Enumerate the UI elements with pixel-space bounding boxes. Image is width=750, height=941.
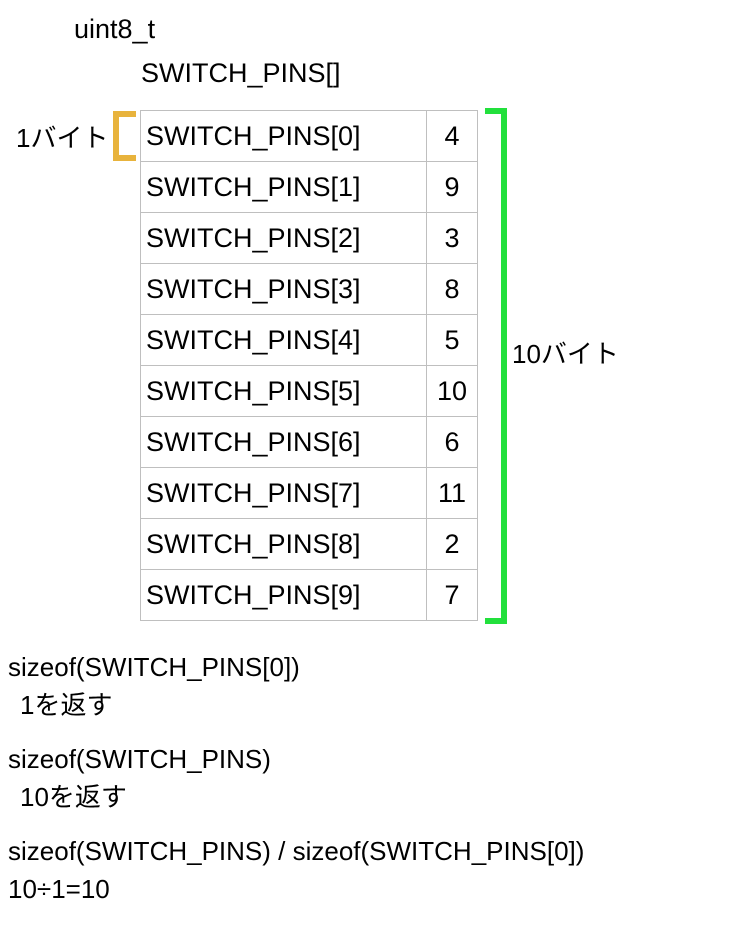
table-row: SWITCH_PINS[0]4: [140, 110, 478, 162]
note-expression: sizeof(SWITCH_PINS[0]): [8, 652, 300, 682]
cell-element-value: 2: [426, 518, 478, 570]
cell-element-name: SWITCH_PINS[2]: [140, 212, 427, 264]
cell-element-name: SWITCH_PINS[3]: [140, 263, 427, 315]
cell-element-value: 6: [426, 416, 478, 468]
note-result: 10÷1=10: [8, 874, 110, 904]
cell-element-name: SWITCH_PINS[9]: [140, 569, 427, 621]
cell-element-name: SWITCH_PINS[1]: [140, 161, 427, 213]
one-byte-bracket: [113, 111, 136, 161]
cell-element-value: 11: [426, 467, 478, 519]
array-type-label: uint8_t: [74, 14, 156, 44]
note-expression: sizeof(SWITCH_PINS): [8, 744, 271, 774]
note-result: 1を返す: [20, 690, 113, 720]
table-row: SWITCH_PINS[4]5: [140, 314, 478, 366]
cell-element-name: SWITCH_PINS[4]: [140, 314, 427, 366]
note-result: 10を返す: [20, 782, 127, 812]
cell-element-value: 3: [426, 212, 478, 264]
cell-element-name: SWITCH_PINS[6]: [140, 416, 427, 468]
cell-element-name: SWITCH_PINS[0]: [140, 110, 427, 162]
cell-element-name: SWITCH_PINS[7]: [140, 467, 427, 519]
table-row: SWITCH_PINS[1]9: [140, 161, 478, 213]
note-expression: sizeof(SWITCH_PINS) / sizeof(SWITCH_PINS…: [8, 836, 585, 866]
total-bytes-bracket: [485, 108, 507, 624]
cell-element-name: SWITCH_PINS[8]: [140, 518, 427, 570]
cell-element-value: 7: [426, 569, 478, 621]
note-group: sizeof(SWITCH_PINS) 10を返す: [8, 740, 748, 816]
array-name-label: SWITCH_PINS[]: [141, 58, 341, 88]
cell-element-value: 4: [426, 110, 478, 162]
total-bytes-annotation-label: 10バイト: [512, 339, 619, 369]
cell-element-value: 8: [426, 263, 478, 315]
table-row: SWITCH_PINS[2]3: [140, 212, 478, 264]
cell-element-value: 9: [426, 161, 478, 213]
note-group: sizeof(SWITCH_PINS) / sizeof(SWITCH_PINS…: [8, 832, 748, 908]
table-row: SWITCH_PINS[3]8: [140, 263, 478, 315]
cell-element-value: 10: [426, 365, 478, 417]
table-row: SWITCH_PINS[7]11: [140, 467, 478, 519]
table-row: SWITCH_PINS[6]6: [140, 416, 478, 468]
table-row: SWITCH_PINS[5]10: [140, 365, 478, 417]
one-byte-annotation-label: 1バイト: [16, 123, 109, 153]
cell-element-value: 5: [426, 314, 478, 366]
table-row: SWITCH_PINS[9]7: [140, 569, 478, 621]
cell-element-name: SWITCH_PINS[5]: [140, 365, 427, 417]
table-row: SWITCH_PINS[8]2: [140, 518, 478, 570]
note-group: sizeof(SWITCH_PINS[0]) 1を返す: [8, 648, 748, 724]
